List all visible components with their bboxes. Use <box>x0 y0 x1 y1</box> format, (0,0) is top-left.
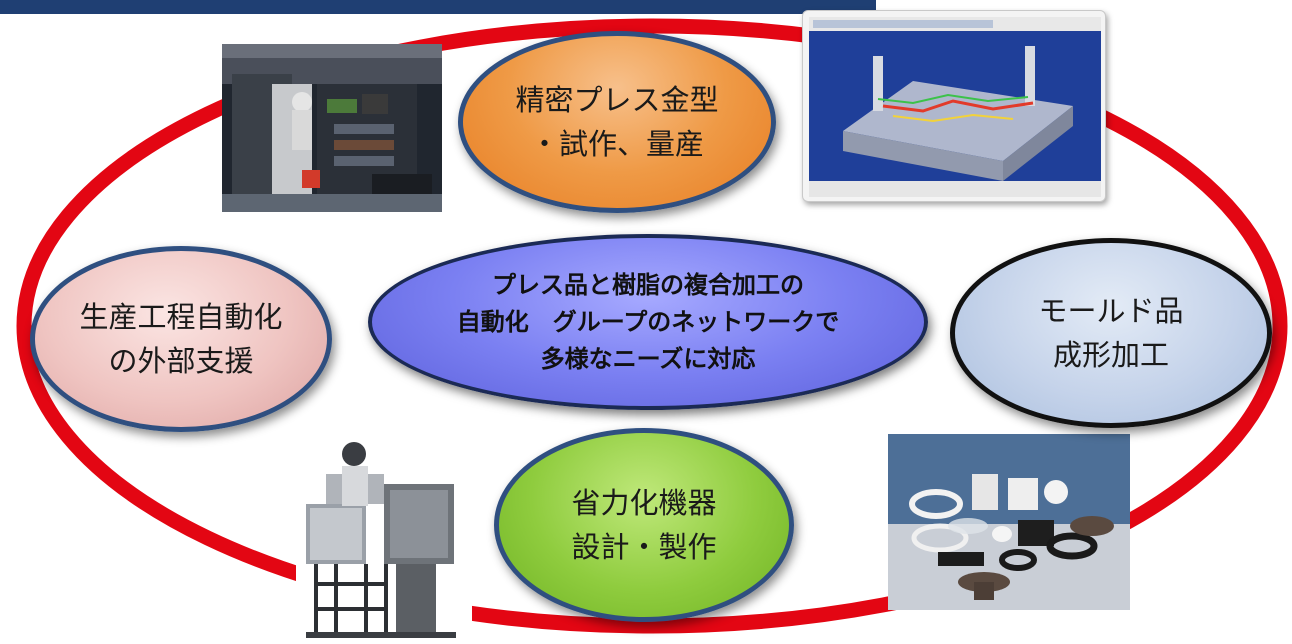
header-bar <box>0 0 876 14</box>
factory-floor-photo <box>222 44 442 212</box>
node-press-mold: 精密プレス金型 ・試作、量産 <box>458 31 776 213</box>
node-automation-support: 生産工程自動化 の外部支援 <box>30 246 332 432</box>
robot-machine-rendering <box>296 434 472 642</box>
node-labor-saving-equipment: 省力化機器 設計・製作 <box>494 428 794 622</box>
automation-line-2: の外部支援 <box>108 344 254 378</box>
automation-line-1: 生産工程自動化 <box>79 300 283 334</box>
center-node: プレス品と樹脂の複合加工の 自動化 グループのネットワークで 多様なニーズに対応 <box>368 234 928 410</box>
press-line-1: 精密プレス金型 <box>515 83 719 117</box>
molding-line-1: モールド品 <box>1038 294 1184 328</box>
molded-parts-photo <box>888 434 1130 610</box>
mold-cad-screenshot <box>802 10 1106 202</box>
molding-line-2: 成形加工 <box>1052 338 1169 372</box>
node-molding: モールド品 成形加工 <box>950 238 1272 428</box>
center-line-1: プレス品と樹脂の複合加工の <box>492 270 804 299</box>
center-line-3: 多様なニーズに対応 <box>540 344 756 373</box>
center-line-2: 自動化 グループのネットワークで <box>456 307 840 336</box>
labor-saving-line-2: 設計・製作 <box>571 530 717 564</box>
press-line-2: ・試作、量産 <box>529 127 704 161</box>
labor-saving-line-1: 省力化機器 <box>571 486 717 520</box>
